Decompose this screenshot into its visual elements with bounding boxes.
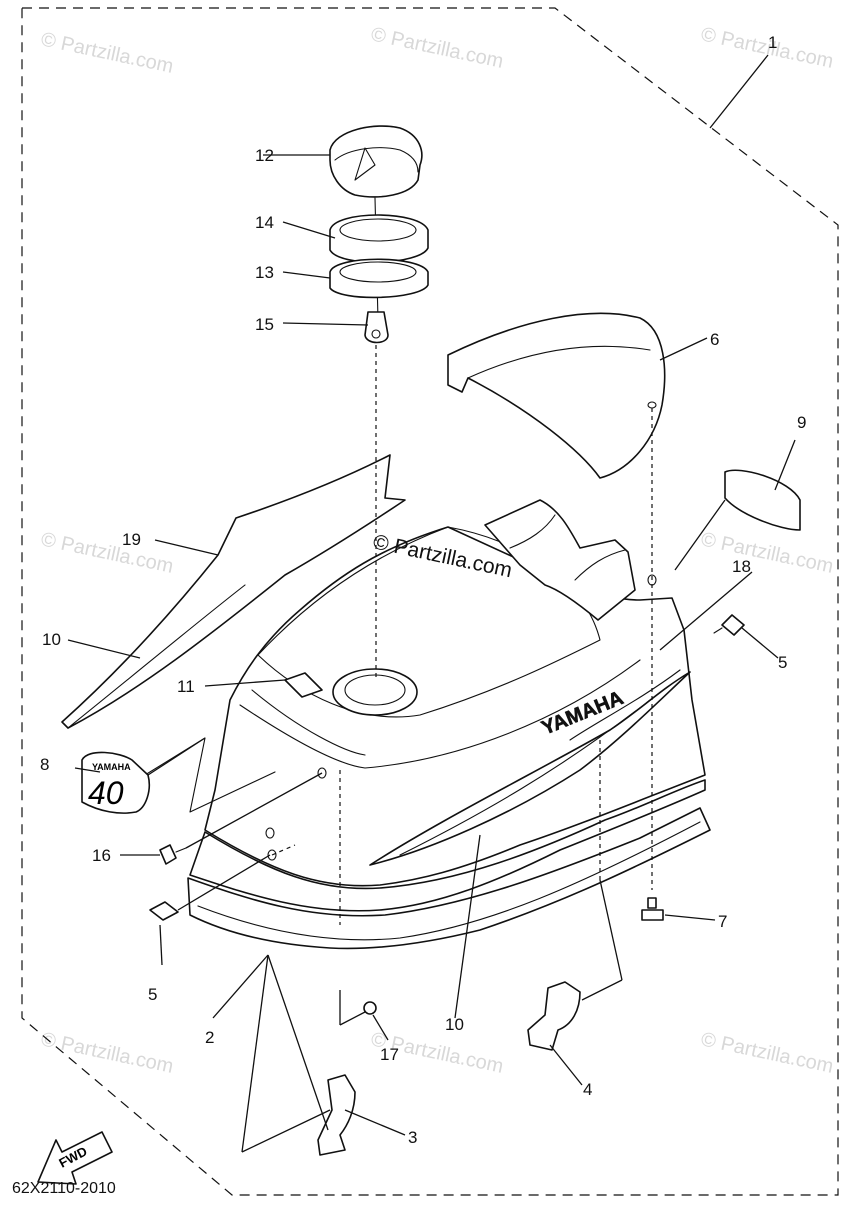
air-intake-lip [509, 514, 556, 549]
mounting-hole [267, 849, 277, 861]
callout-10-left: 10 [42, 630, 61, 649]
bottom-seal-2 [187, 807, 711, 950]
callout-9: 9 [797, 413, 806, 432]
callout-5-left: 5 [148, 985, 157, 1004]
diagram-code: 62X2110-2010 [12, 1180, 116, 1197]
decal-brand-small: YAMAHA [92, 762, 131, 772]
filler-opening [332, 668, 418, 716]
cowling-crease-inner [251, 689, 366, 756]
mounting-hole [317, 767, 327, 779]
callout-13: 13 [255, 263, 274, 282]
callout-11: 11 [177, 677, 195, 696]
decal-number: 40 [88, 775, 124, 811]
callout-19: 19 [122, 530, 141, 549]
grommet-9 [724, 469, 801, 531]
assembly-boundary [21, 7, 839, 1196]
callouts: 1 2 3 4 5 5 6 7 8 9 10 10 11 12 13 14 15… [40, 33, 806, 1147]
callout-16: 16 [92, 846, 111, 865]
watermark: © Partzilla.com [39, 528, 175, 578]
stripe-decal-10-edge [67, 584, 246, 729]
side-stripe-decal-10 [369, 671, 691, 866]
watermark: © Partzilla.com [39, 1028, 175, 1078]
callout-7: 7 [718, 912, 727, 931]
mounting-hole [265, 827, 275, 839]
watermark: © Partzilla.com [699, 1028, 835, 1078]
top-cowling-body [204, 526, 706, 887]
callout-4: 4 [583, 1080, 592, 1099]
callout-6: 6 [710, 330, 719, 349]
callout-18: 18 [732, 557, 751, 576]
bolt-16 [159, 844, 187, 865]
caution-label-11 [284, 672, 323, 698]
callout-5-right: 5 [778, 653, 787, 672]
air-intake [484, 499, 636, 621]
decal-40: YAMAHA 40 [81, 751, 151, 814]
air-intake-lip [574, 549, 626, 581]
seal-14 [329, 214, 429, 263]
side-stripe-inner [569, 669, 681, 741]
leader-lines [67, 54, 796, 1153]
callout-2: 2 [205, 1028, 214, 1047]
filler-cap-assembly [329, 125, 429, 344]
bracket-3 [317, 1074, 356, 1156]
filler-cap-12 [329, 125, 423, 198]
bolt-7 [641, 897, 664, 921]
stripe-decal-19 [61, 454, 406, 729]
callout-17: 17 [380, 1045, 399, 1064]
bottom-seal-groove [197, 821, 701, 941]
filler-opening-inner [344, 674, 406, 706]
callout-3: 3 [408, 1128, 417, 1147]
callout-1: 1 [768, 33, 777, 52]
strap-15 [364, 311, 389, 344]
screw-5 [713, 614, 745, 636]
watermark: © Partzilla.com [39, 28, 175, 78]
rear-cover-edge [467, 345, 651, 379]
bracket-4 [527, 981, 581, 1051]
screw-5 [149, 901, 179, 921]
cowling-lower-band [189, 779, 706, 912]
watermark: © Partzilla.com [369, 23, 505, 73]
side-stripe-inner [399, 699, 651, 856]
callout-10-bottom: 10 [445, 1015, 464, 1034]
cowling-crease [239, 659, 641, 769]
nut-17 [363, 1001, 377, 1015]
callout-15: 15 [255, 315, 274, 334]
watermark: © Partzilla.com [699, 528, 835, 578]
callout-14: 14 [255, 213, 274, 232]
rear-cover-6 [447, 312, 666, 479]
side-decal-outline [144, 737, 276, 813]
callout-8: 8 [40, 755, 49, 774]
callout-12: 12 [255, 146, 274, 165]
fwd-arrow-icon: FWD [37, 1131, 113, 1185]
seal-13 [329, 258, 429, 299]
